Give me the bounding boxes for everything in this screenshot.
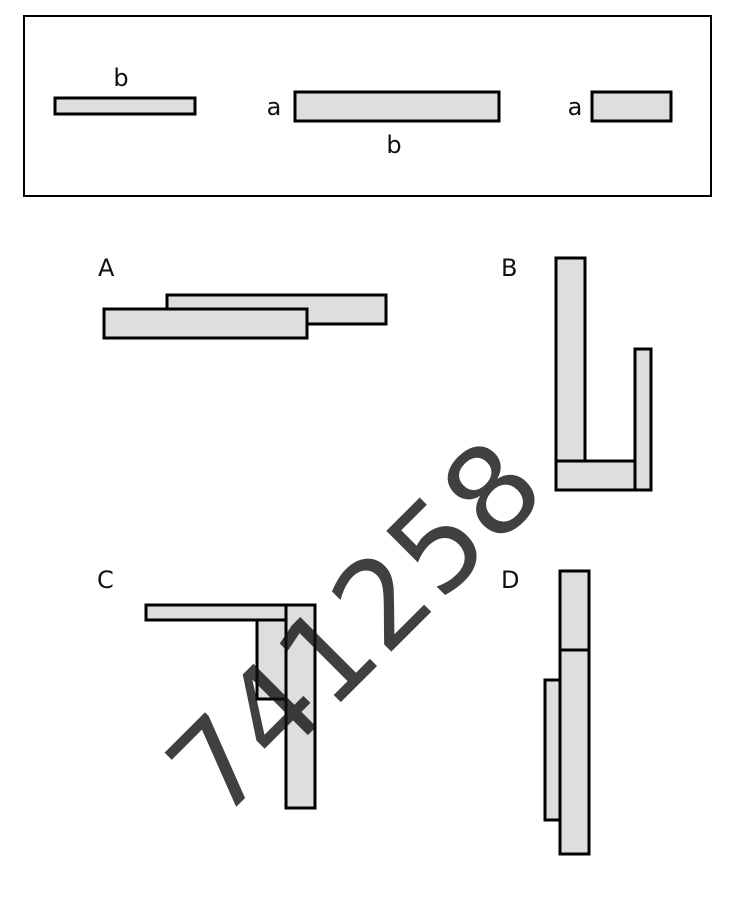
option-a-figure — [102, 293, 388, 340]
legend-long-piece — [293, 90, 501, 123]
option-c-long-piece — [284, 603, 317, 810]
legend-thin-piece — [53, 96, 197, 116]
option-c-label: C — [97, 566, 114, 594]
legend-long-piece-label-b: b — [386, 131, 401, 159]
option-d-label: D — [501, 566, 519, 594]
option-b-thin-piece — [633, 347, 653, 492]
legend-long-piece-label-a: a — [267, 93, 282, 121]
watermark: 741258 — [140, 413, 570, 843]
option-c-short-piece — [255, 618, 288, 701]
option-d-figure — [543, 569, 591, 856]
option-b-figure — [554, 256, 653, 492]
legend-short-piece-label-a: a — [568, 93, 583, 121]
legend-thin-piece-label-b: b — [113, 64, 128, 92]
legend-short-piece — [590, 90, 673, 123]
option-a-front-piece — [102, 307, 309, 340]
option-c-figure — [144, 603, 317, 810]
option-d-short-piece — [558, 569, 591, 652]
option-b-base-piece — [554, 459, 637, 492]
option-b-vertical-piece — [554, 256, 587, 464]
option-b-label: B — [501, 254, 517, 282]
option-d-long-piece — [558, 648, 591, 856]
option-a-label: A — [98, 254, 115, 282]
legend-frame — [23, 15, 712, 197]
